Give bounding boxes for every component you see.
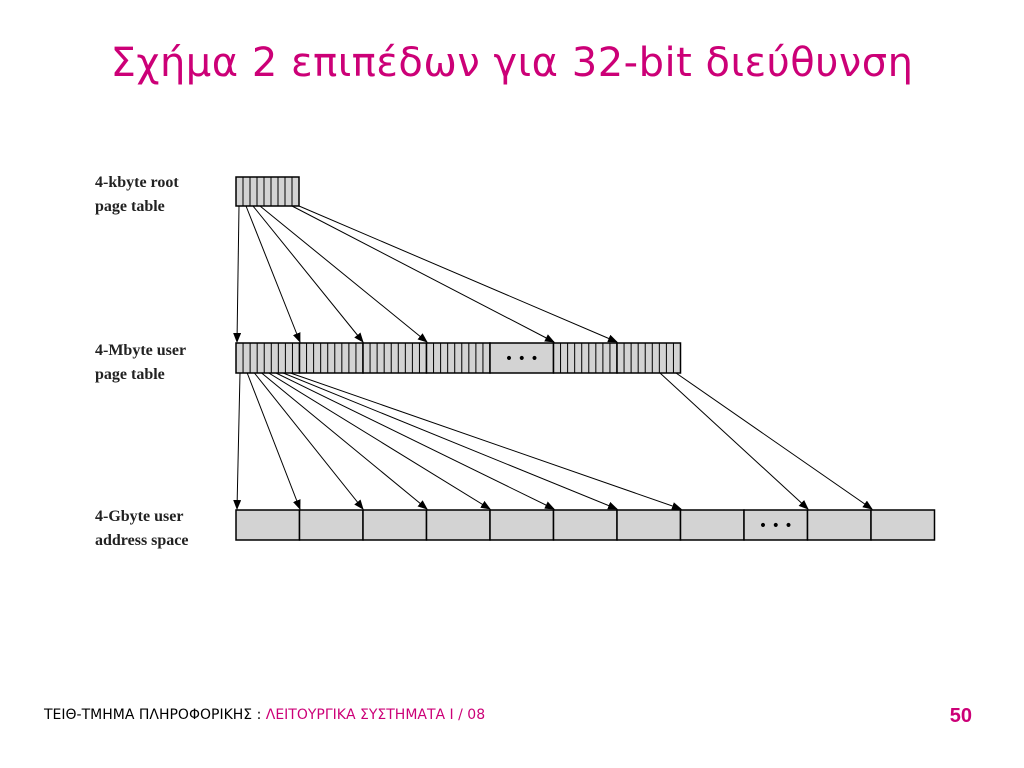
root-page-table (235, 176, 300, 207)
root-table-label-line2: page table (95, 198, 165, 215)
address-page (870, 509, 936, 541)
table-to-page-arrow (290, 372, 682, 510)
footer-course: ΛΕΙΤΟΥΡΓΙΚΑ ΣΥΣΤΗΜΑΤΑ Ι / 08 (265, 707, 486, 723)
table-to-page-arrow (675, 372, 873, 510)
user-address-space: • • • (235, 509, 936, 541)
table-to-page-arrow (261, 372, 428, 510)
root-table-label-line1: 4-kbyte root (95, 174, 179, 191)
address-page (362, 509, 428, 541)
ellipsis-block (743, 509, 809, 541)
footer-institution: ΤΕΙΘ-ΤΜΗΜΑ ΠΛΗΡΟΦΟΡΙΚΗΣ : (44, 707, 266, 723)
address-page (298, 509, 364, 541)
root-to-table-arrow (298, 205, 618, 343)
ellipsis-text: • • • (505, 351, 539, 367)
table-to-page-arrow (275, 372, 555, 510)
user-table-page (235, 342, 301, 374)
user-table-page (362, 342, 428, 374)
user-table-label-line2: page table (95, 366, 165, 383)
address-space-label-line1: 4-Gbyte user (95, 508, 183, 525)
user-table-page (425, 342, 491, 374)
user-table-page (298, 342, 364, 374)
user-page-table: • • • (235, 342, 682, 374)
root-to-table-arrow (245, 205, 301, 343)
footer-text: ΤΕΙΘ-ΤΜΗΜΑ ΠΛΗΡΟΦΟΡΙΚΗΣ : ΛΕΙΤΟΥΡΓΙΚΑ ΣΥ… (44, 707, 485, 723)
table-to-page-arrow (233, 372, 242, 510)
address-page (235, 509, 301, 541)
root-to-table-arrow (252, 205, 364, 343)
address-space-label-line2: address space (95, 532, 189, 549)
table-to-page-arrow (254, 372, 364, 510)
root-to-table-arrow (233, 205, 242, 343)
user-table-page (616, 342, 682, 374)
address-page (489, 509, 555, 541)
table-to-page-arrow (268, 372, 491, 510)
mapping-arrows (233, 205, 873, 510)
root-to-table-arrow (291, 205, 555, 343)
address-page (616, 509, 682, 541)
table-to-page-arrow (246, 372, 301, 510)
root-to-table-arrow (259, 205, 428, 343)
slide-title: Σχήμα 2 επιπέδων για 32-bit διεύθυνση (110, 40, 914, 86)
ellipsis-text: • • • (759, 518, 793, 534)
page-number: 50 (949, 705, 972, 727)
address-page (552, 509, 618, 541)
user-table-label-line1: 4-Mbyte user (95, 342, 186, 359)
address-page (806, 509, 872, 541)
table-to-page-arrow (283, 372, 618, 510)
table-to-page-arrow (659, 372, 809, 510)
address-page (425, 509, 491, 541)
ellipsis-block (489, 342, 555, 374)
user-table-page (552, 342, 618, 374)
address-page (679, 509, 745, 541)
